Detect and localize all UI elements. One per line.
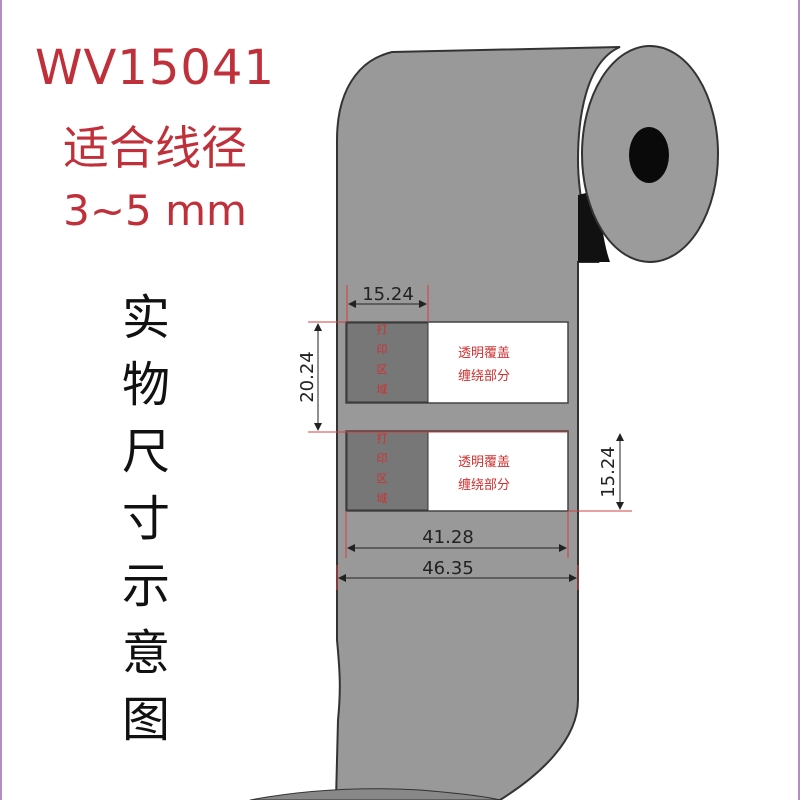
caption-char: 实 <box>121 290 170 346</box>
dimension-print-width: 15.24 <box>346 284 429 322</box>
dimension-value: 15.24 <box>362 284 414 305</box>
diameter-range: 3~5 mm <box>63 186 247 235</box>
fit-label: 适合线径 <box>63 121 247 175</box>
print-area <box>346 431 429 511</box>
dimension-value: 15.24 <box>598 446 619 498</box>
caption-char: 物 <box>121 357 170 413</box>
print-area-char: 域 <box>377 383 388 396</box>
dimension-value: 20.24 <box>297 351 318 403</box>
transparent-text: 缠绕部分 <box>458 368 510 384</box>
transparent-text: 缠绕部分 <box>458 477 510 493</box>
dimension-label-height: 20.24 <box>297 321 568 433</box>
print-area-char: 印 <box>377 343 388 356</box>
vertical-caption: 实 物 尺 寸 示 意 图 <box>116 285 176 754</box>
model-number: WV15041 <box>35 40 275 96</box>
label-1: 打 印 区 域 透明覆盖 缠绕部分 <box>345 321 569 404</box>
roll-shadow <box>578 190 610 262</box>
dimension-value: 41.28 <box>422 527 474 548</box>
caption-char: 寸 <box>121 491 170 547</box>
caption-char: 示 <box>121 558 170 614</box>
dimension-roll-width: 46.35 <box>336 558 579 590</box>
transparent-text: 透明覆盖 <box>458 455 510 470</box>
roll-strip <box>334 46 621 800</box>
roll-core-hole <box>629 127 669 183</box>
caption-char: 图 <box>121 692 170 748</box>
print-area-char: 区 <box>377 472 388 485</box>
dimension-print-height: 15.24 <box>568 433 632 512</box>
print-area-char: 印 <box>377 452 388 465</box>
print-area-char: 区 <box>377 363 388 376</box>
label-2: 打 印 区 域 透明覆盖 缠绕部分 <box>345 430 569 512</box>
transparent-text: 透明覆盖 <box>458 346 510 361</box>
print-area <box>346 322 429 403</box>
caption-char: 意 <box>121 625 170 681</box>
print-area-char: 域 <box>377 492 388 505</box>
caption-char: 尺 <box>121 424 170 480</box>
print-area-char: 打 <box>377 431 388 445</box>
dimension-value: 46.35 <box>422 558 474 579</box>
dimension-label-width: 41.28 <box>345 511 569 558</box>
roll-bottom-curl <box>249 788 501 800</box>
print-area-char: 打 <box>377 322 388 336</box>
